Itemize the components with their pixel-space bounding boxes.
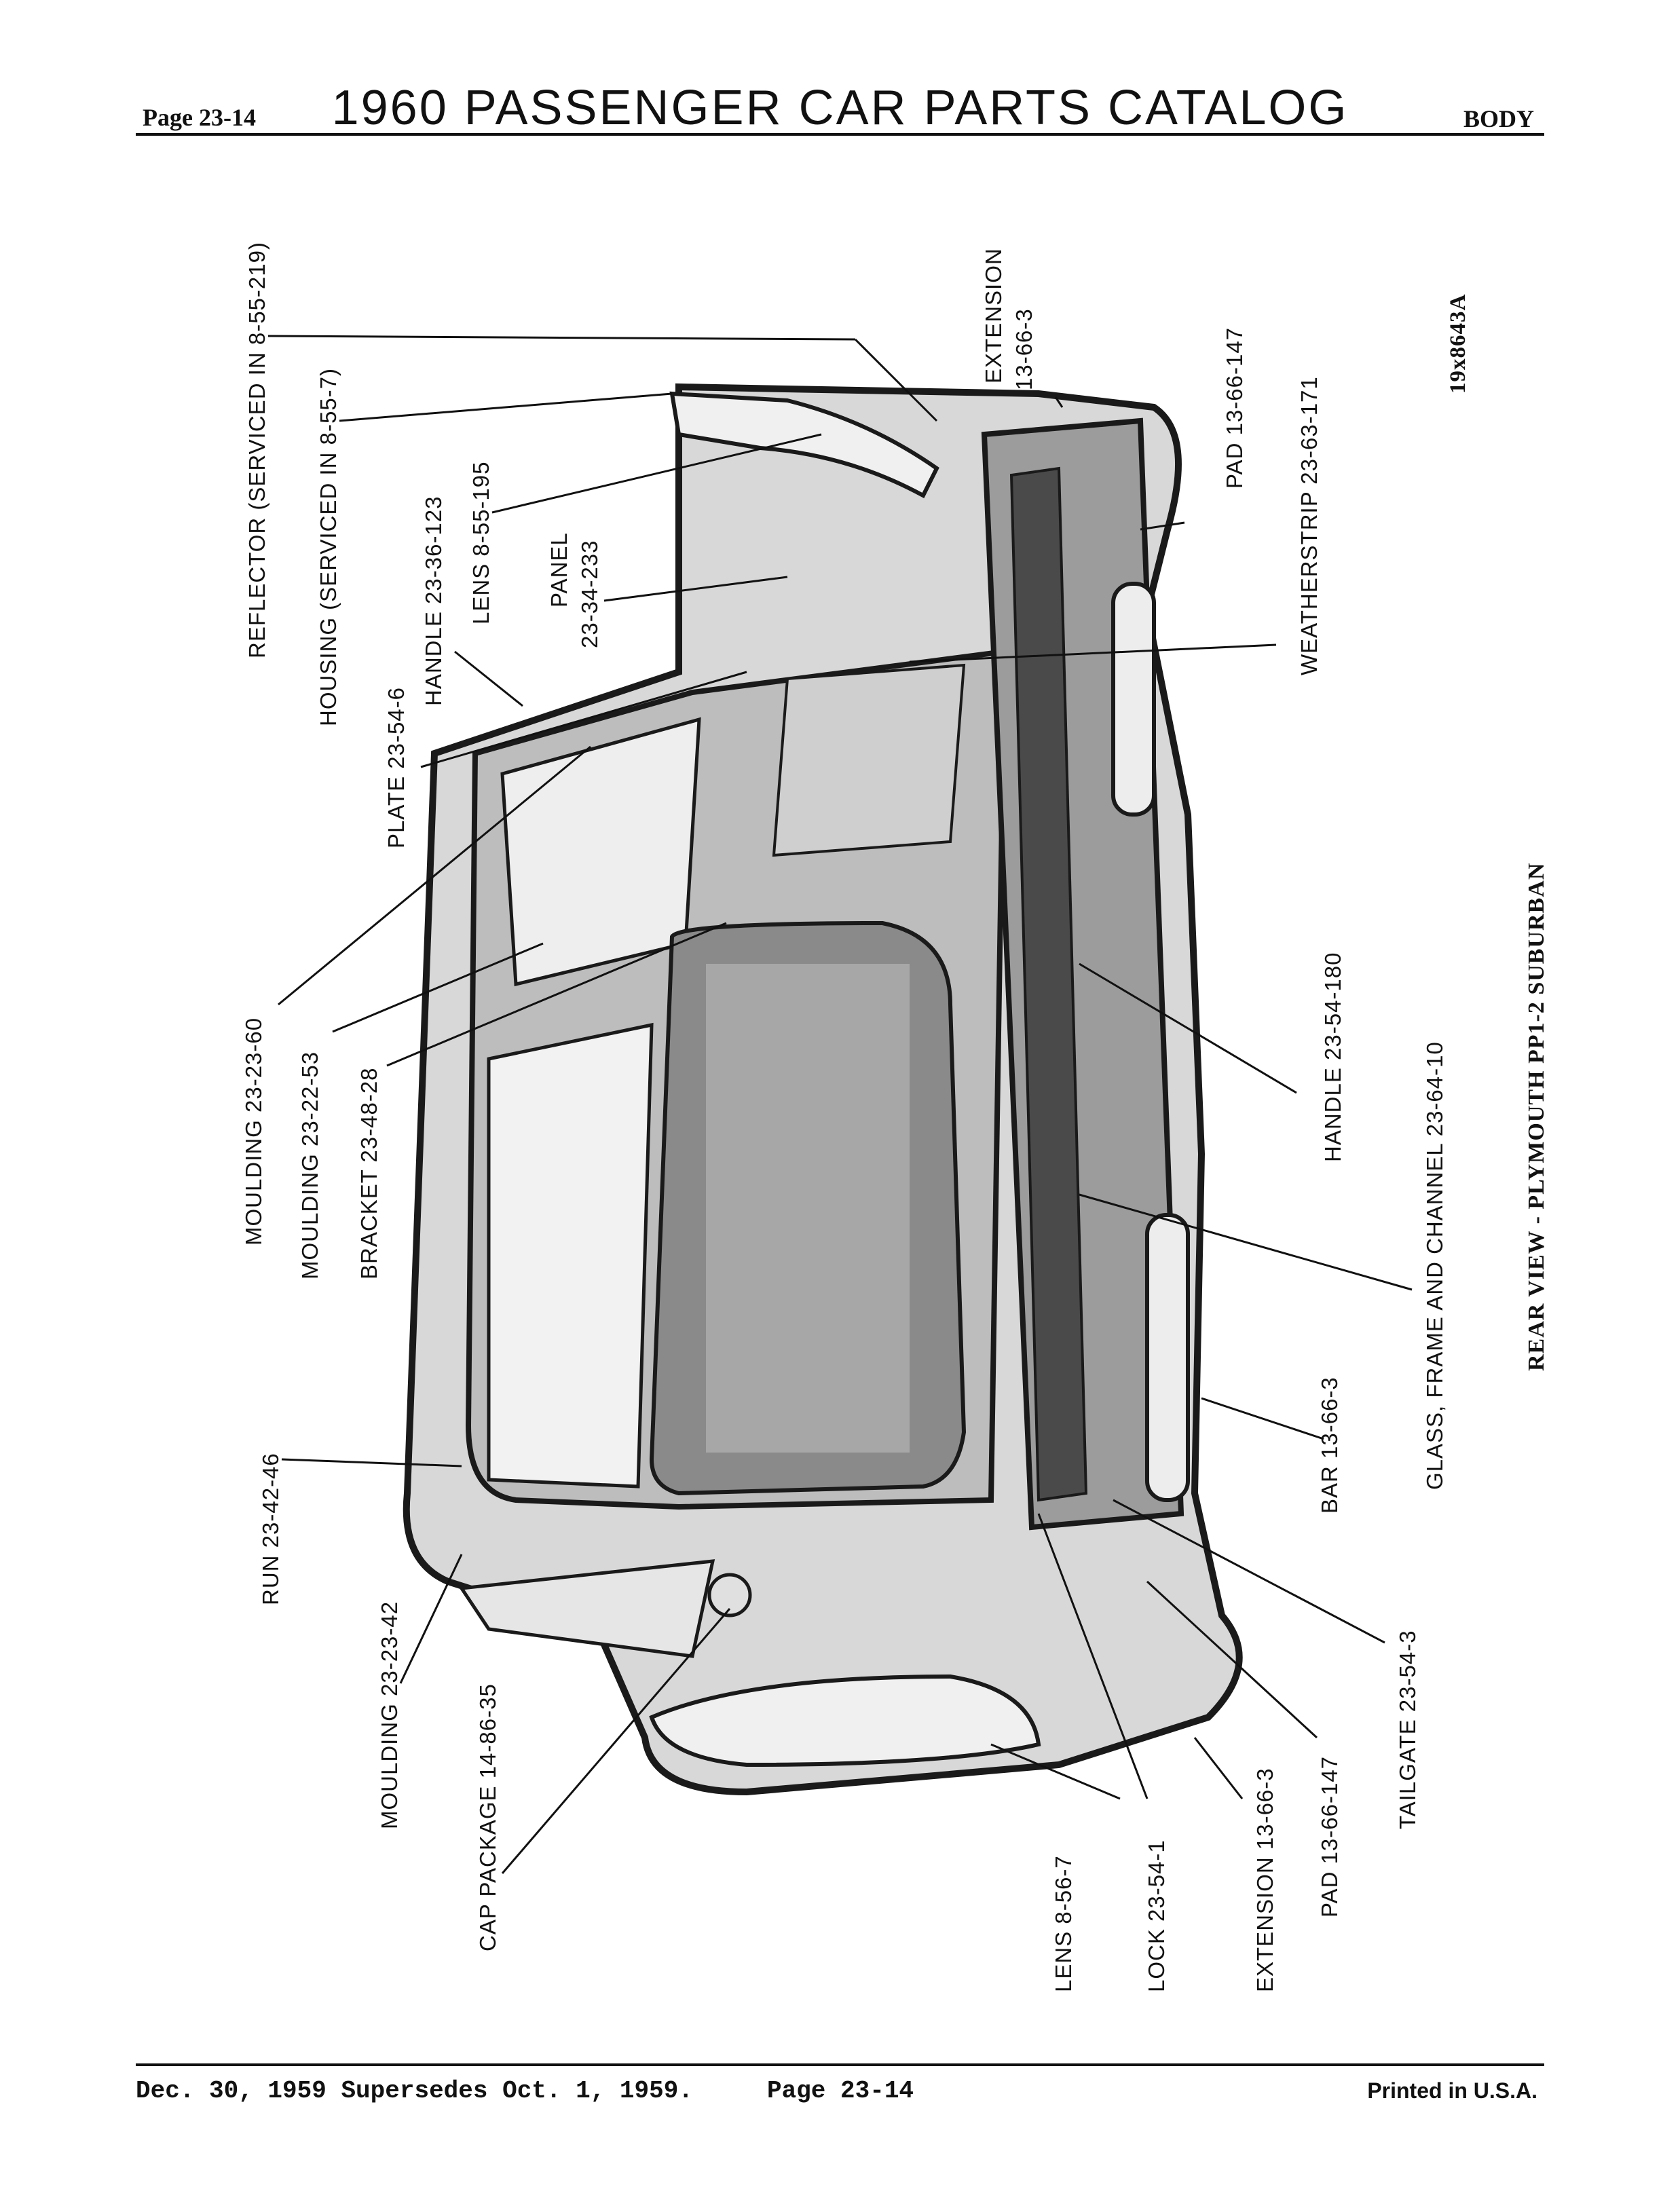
callout-panel-line1: PANEL [546, 532, 572, 607]
callout-lens-bottom: LENS 8-56-7 [1051, 1855, 1076, 1992]
callout-lens-top: LENS 8-55-195 [468, 461, 493, 624]
callout-moulding-60: MOULDING 23-23-60 [241, 1017, 266, 1246]
figure-caption: REAR VIEW - PLYMOUTH PP1-2 SUBURBAN [1524, 862, 1549, 1371]
upper-tail-lamp [669, 391, 939, 499]
callout-run: RUN 23-42-46 [258, 1453, 283, 1605]
callout-housing: HOUSING (SERVICED IN 8-55-7) [316, 368, 341, 726]
footer-dates: Dec. 30, 1959 Supersedes Oct. 1, 1959. [136, 2077, 693, 2105]
footer-printed: Printed in U.S.A. [1367, 2078, 1537, 2103]
header-rule [136, 133, 1544, 136]
figure-number: 19x8643A [1446, 293, 1470, 394]
callout-extension-bottom: EXTENSION 13-66-3 [1252, 1767, 1277, 1992]
footer-page-number: Page 23-14 [767, 2077, 914, 2105]
callout-extension-top-line1: EXTENSION [981, 248, 1006, 383]
callout-pad-bottom: PAD 13-66-147 [1317, 1755, 1342, 1917]
footer-rule [136, 2063, 1544, 2066]
callout-handle-top: HANDLE 23-36-123 [421, 495, 446, 707]
lower-tail-lamp [649, 1674, 1041, 1767]
callout-cap-package: CAP PACKAGE 14-86-35 [475, 1683, 500, 1951]
callout-panel-line2: 23-34-233 [577, 540, 602, 648]
catalog-title: 1960 PASSENGER CAR PARTS CATALOG [331, 81, 1349, 135]
callout-reflector: REFLECTOR (SERVICED IN 8-55-219) [244, 242, 269, 658]
callout-moulding-42: MOULDING 23-23-42 [377, 1601, 402, 1829]
callout-bar: BAR 13-66-3 [1317, 1377, 1342, 1514]
callout-bracket: BRACKET 23-48-28 [356, 1067, 381, 1279]
callout-moulding-53: MOULDING 23-22-53 [297, 1051, 322, 1279]
callout-pad-top: PAD 13-66-147 [1222, 326, 1247, 489]
callout-handle-right: HANDLE 23-54-180 [1320, 952, 1345, 1163]
callout-extension-top-line2: 13-66-3 [1011, 308, 1037, 390]
callout-tailgate: TAILGATE 23-54-3 [1395, 1630, 1420, 1829]
header-page-number: Page 23-14 [143, 104, 256, 131]
callout-glass-frame-channel: GLASS, FRAME AND CHANNEL 23-64-10 [1422, 1041, 1447, 1490]
header-section: BODY [1463, 105, 1534, 132]
callout-lock: LOCK 23-54-1 [1144, 1839, 1169, 1992]
callout-plate: PLATE 23-54-6 [384, 686, 409, 848]
callout-weatherstrip: WEATHERSTRIP 23-63-171 [1296, 376, 1322, 675]
